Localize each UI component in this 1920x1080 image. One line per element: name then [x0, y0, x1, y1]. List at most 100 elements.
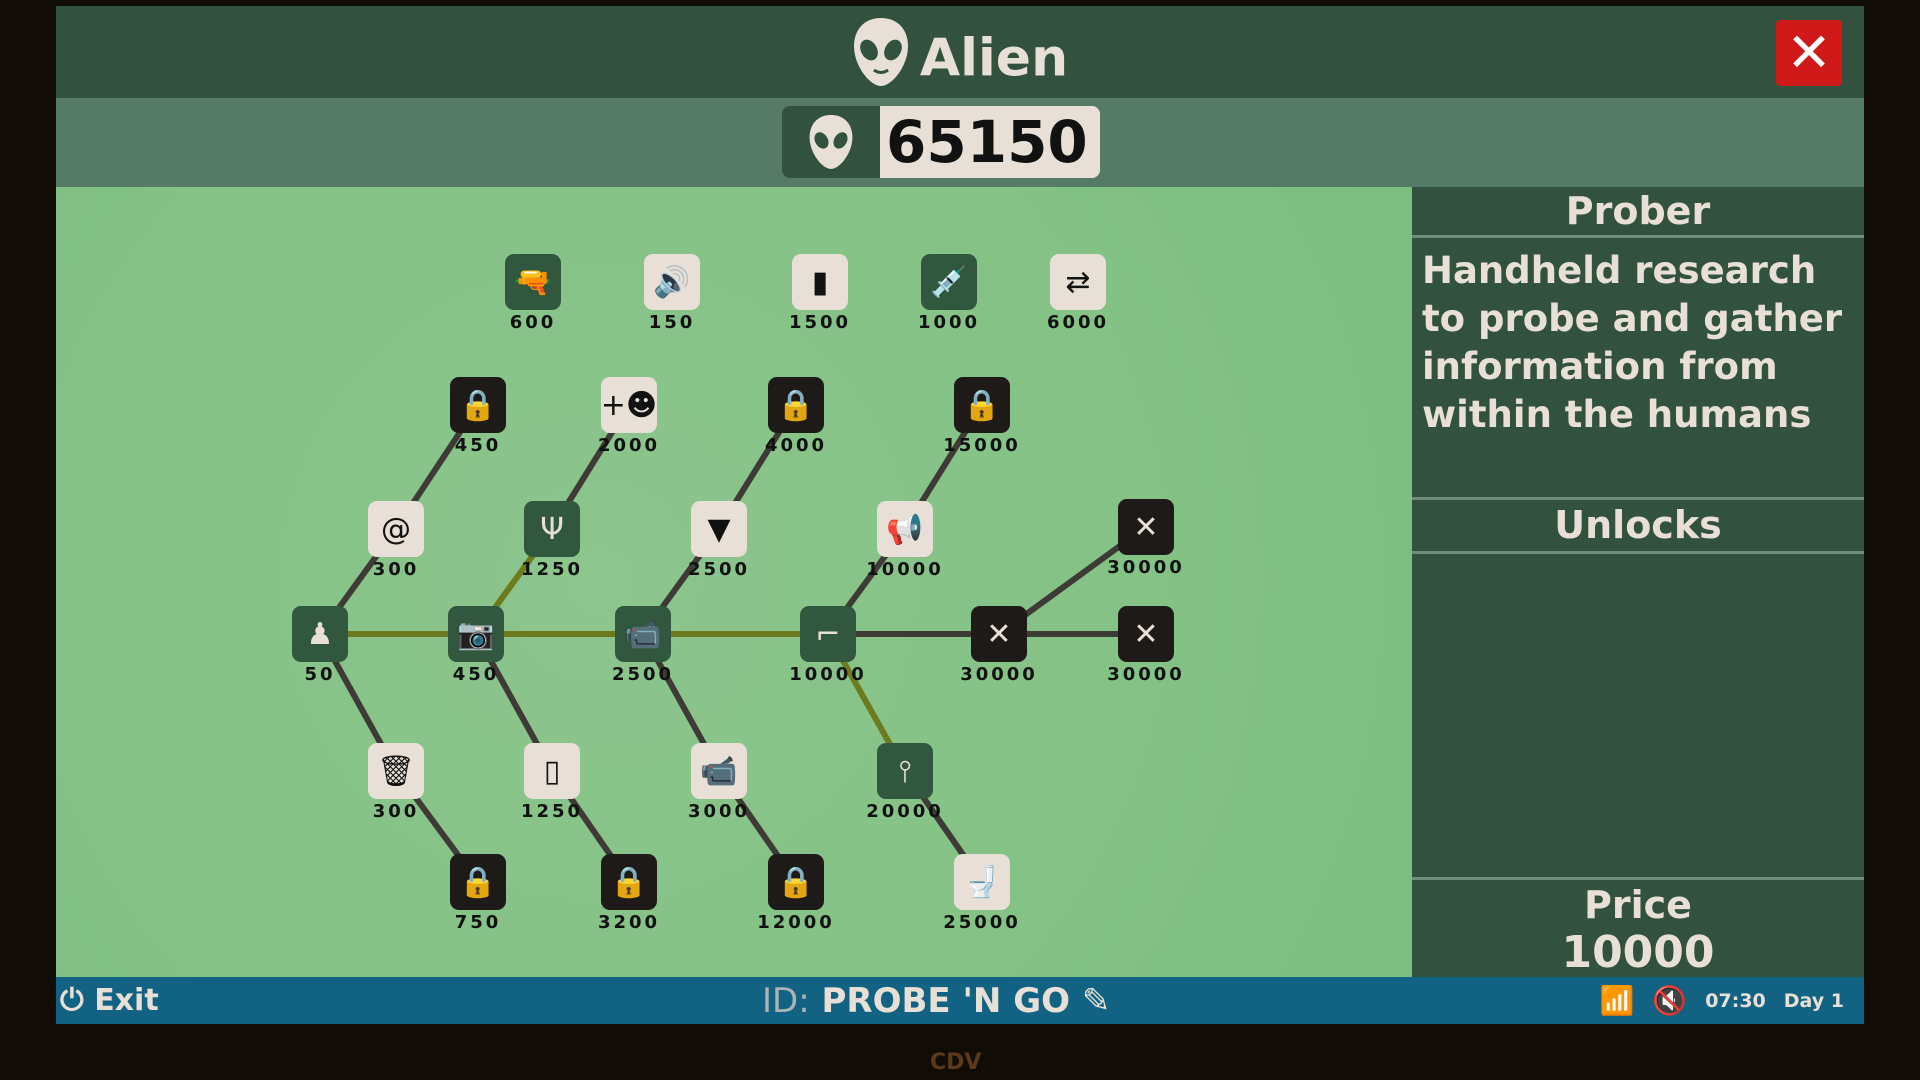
upgrade-node-e-cigarette[interactable]: ▮	[792, 254, 848, 310]
lock-icon: 🔒	[459, 864, 497, 900]
x-icon: ✕	[1133, 509, 1159, 545]
node-price: 300	[372, 559, 420, 580]
status-bar: ⏻ Exit ID: PROBE 'N GO ✎ 📶 🔇 07:30 Day 1	[56, 977, 1864, 1024]
currency-bar: 65150	[56, 98, 1864, 187]
upgrade-node-smoke-detector[interactable]: ▼	[691, 501, 747, 557]
ray-gun-icon: 🔫	[514, 264, 552, 300]
upgrade-node-megaphone[interactable]: 📢	[877, 501, 933, 557]
upgrade-node-speaker[interactable]: 🔊	[644, 254, 700, 310]
swap-alien-box-icon: ⇄	[1065, 264, 1091, 300]
close-button[interactable]: ✕	[1776, 20, 1842, 86]
node-price: 15000	[943, 435, 1021, 456]
node-price: 3000	[687, 801, 751, 822]
upgrade-node-add-alien[interactable]: +☻	[601, 377, 657, 433]
id-field[interactable]: ID: PROBE 'N GO ✎	[762, 979, 1110, 1023]
divider	[1412, 497, 1864, 500]
close-icon: ✕	[1786, 21, 1832, 84]
syringe-icon: 💉	[930, 264, 968, 300]
node-price: 12000	[757, 912, 835, 933]
title-text: Alien	[919, 28, 1069, 89]
pencil-icon[interactable]: ✎	[1081, 981, 1111, 1021]
upgrade-node-toilet[interactable]: 🚽	[954, 854, 1010, 910]
page-title: Alien	[56, 16, 1864, 107]
currency-value: 65150	[880, 106, 1100, 178]
upgrade-node-prober[interactable]: ⌐	[800, 606, 856, 662]
upgrade-node-x[interactable]: ✕	[971, 606, 1027, 662]
upgrade-tree: 🔫600🔊150▮1500💉1000⇄6000🔒450+☻2000🔒4000🔒1…	[56, 187, 1412, 977]
price-label: Price	[1584, 883, 1692, 927]
upgrade-node-camera[interactable]: 📷	[448, 606, 504, 662]
id-value: PROBE 'N GO	[821, 981, 1071, 1021]
lock-icon: 🔒	[777, 387, 815, 423]
toilet-icon: 🚽	[963, 864, 1001, 900]
node-price: 3200	[597, 912, 661, 933]
upgrade-node-security-camera[interactable]: 📹	[691, 743, 747, 799]
upgrade-node-x[interactable]: ✕	[1118, 606, 1174, 662]
speaker-icon: 🔊	[653, 264, 691, 300]
id-key: ID:	[762, 981, 810, 1021]
node-price: 2000	[597, 435, 661, 456]
system-tray: 📶 🔇 07:30 Day 1	[1600, 977, 1844, 1024]
camera-icon: 📷	[457, 616, 495, 652]
upgrade-node-lock[interactable]: 🔒	[954, 377, 1010, 433]
clock: 07:30	[1705, 989, 1766, 1012]
currency-display: 65150	[782, 106, 1100, 178]
item-title: Prober	[1565, 189, 1711, 233]
node-price: 30000	[1107, 664, 1185, 685]
node-price: 30000	[960, 664, 1038, 685]
divider	[1412, 235, 1864, 238]
power-icon: ⏻	[60, 983, 84, 1018]
upgrade-node-lock[interactable]: 🔒	[601, 854, 657, 910]
upgrade-node-ray-gun[interactable]: 🔫	[505, 254, 561, 310]
upgrade-node-bag[interactable]: ♟	[292, 606, 348, 662]
upgrade-node-lock[interactable]: 🔒	[768, 854, 824, 910]
item-description: Handheld research to probe and gather in…	[1422, 249, 1843, 436]
security-camera-icon: 📹	[700, 753, 738, 789]
upgrade-node-syringe[interactable]: 💉	[921, 254, 977, 310]
day-counter: Day 1	[1783, 989, 1844, 1012]
node-price: 1250	[520, 559, 584, 580]
trash-can-icon: 🗑	[376, 753, 416, 789]
upgrade-node-spiral[interactable]: @	[368, 501, 424, 557]
monitor-brand-logo: CDV	[930, 1050, 982, 1075]
alien-head-icon	[852, 16, 910, 107]
lock-icon: 🔒	[963, 387, 1001, 423]
node-price: 1000	[917, 312, 981, 333]
price-value: 10000	[1561, 927, 1715, 978]
upgrade-node-trash-can[interactable]: 🗑	[368, 743, 424, 799]
node-price: 300	[372, 801, 420, 822]
e-cigarette-icon: ▮	[811, 264, 829, 300]
upgrade-node-photo-booth[interactable]: ▯	[524, 743, 580, 799]
upgrade-node-lock[interactable]: 🔒	[768, 377, 824, 433]
camcorder-icon: 📹	[624, 616, 662, 652]
exit-button[interactable]: ⏻ Exit	[60, 981, 159, 1021]
bag-icon: ♟	[306, 616, 334, 652]
alien-head-icon	[782, 106, 880, 178]
node-price: 2500	[611, 664, 675, 685]
node-price: 600	[509, 312, 557, 333]
node-price: 50	[304, 664, 336, 685]
node-price: 25000	[943, 912, 1021, 933]
smoke-detector-icon: ▼	[707, 511, 731, 547]
node-price: 4000	[764, 435, 828, 456]
node-price: 30000	[1107, 557, 1185, 578]
signal-icon: 📶	[1599, 984, 1635, 1017]
upgrade-node-swap-alien-box[interactable]: ⇄	[1050, 254, 1106, 310]
divider	[1412, 877, 1864, 880]
detail-panel: Prober Handheld research to probe and ga…	[1412, 187, 1864, 978]
divider	[1412, 551, 1864, 554]
upgrade-node-camcorder[interactable]: 📹	[615, 606, 671, 662]
spiral-icon: @	[381, 511, 411, 547]
node-price: 750	[454, 912, 502, 933]
upgrade-node-tube-man[interactable]: Ψ	[524, 501, 580, 557]
node-price: 6000	[1046, 312, 1110, 333]
unlocks-label: Unlocks	[1554, 503, 1722, 547]
node-price: 450	[452, 664, 500, 685]
upgrade-node-x[interactable]: ✕	[1118, 499, 1174, 555]
upgrade-node-lock[interactable]: 🔒	[450, 377, 506, 433]
muted-speaker-icon[interactable]: 🔇	[1652, 984, 1688, 1017]
upgrade-node-lock[interactable]: 🔒	[450, 854, 506, 910]
exit-label: Exit	[94, 983, 159, 1018]
photo-booth-icon: ▯	[543, 753, 561, 789]
upgrade-node-probe-stand[interactable]: ⫯	[877, 743, 933, 799]
